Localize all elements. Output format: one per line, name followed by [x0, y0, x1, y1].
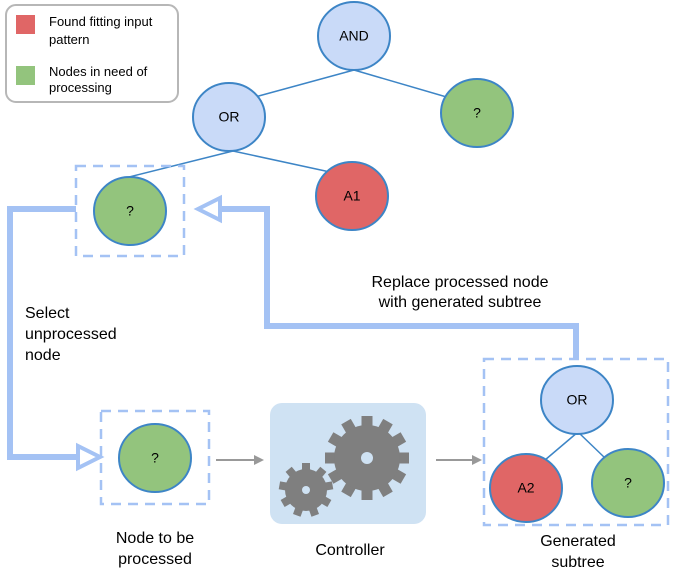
- node-caption-line2: processed: [118, 551, 192, 568]
- legend-swatch-green: [16, 66, 35, 85]
- legend-swatch-red: [16, 15, 35, 34]
- process-node-box: [99, 409, 211, 506]
- edge-or-selected: [124, 150, 234, 179]
- node-a1: A1: [315, 161, 389, 231]
- legend-nodes-line1: Nodes in need of: [49, 64, 148, 79]
- arrow-to-subtree-head: [472, 455, 482, 465]
- subtree-caption-line2: subtree: [551, 554, 604, 571]
- replace-label-line1: Replace processed node: [371, 274, 548, 291]
- legend-nodes-line2: processing: [49, 80, 112, 95]
- node-or-label: OR: [219, 109, 240, 125]
- subtree-node-or-label: OR: [567, 392, 588, 408]
- node-right-unknown-label: ?: [473, 105, 481, 121]
- edge-or-a1: [232, 150, 331, 173]
- legend-found-line2: pattern: [49, 32, 89, 47]
- tree-edges: [124, 69, 451, 179]
- select-label-line3: node: [25, 347, 61, 364]
- legend: Found fitting input pattern Nodes in nee…: [5, 4, 179, 103]
- selected-node-box: [74, 164, 186, 258]
- node-to-process-label: ?: [151, 450, 159, 466]
- select-label-line1: Select: [25, 305, 70, 322]
- gear-tooth: [302, 463, 310, 474]
- gear-small-icon: [278, 463, 334, 517]
- subtree-edges: [544, 431, 606, 461]
- edge-and-right: [353, 69, 451, 99]
- subtree-node-a2: A2: [489, 453, 563, 523]
- select-label-line2: unprocessed: [25, 326, 117, 343]
- node-right-unknown: ?: [440, 78, 514, 148]
- controller-caption: Controller: [315, 542, 385, 559]
- subtree-node-unknown-label: ?: [624, 475, 632, 491]
- arrow-to-controller-head: [254, 455, 264, 465]
- subtree-node-or: OR: [540, 365, 614, 435]
- subtree-box: [482, 357, 670, 527]
- select-flow-line: [7, 206, 78, 460]
- node-to-process: ?: [118, 423, 192, 493]
- subtree-caption-line1: Generated: [540, 533, 616, 550]
- edge-sub-or-unknown: [577, 431, 606, 459]
- subtree-node-a2-label: A2: [517, 480, 534, 496]
- node-selected-unknown-label: ?: [126, 203, 134, 219]
- gear-tooth: [361, 486, 373, 500]
- legend-found-line1: Found fitting input: [49, 14, 153, 29]
- edge-sub-or-a2: [544, 431, 579, 461]
- node-and: AND: [317, 1, 391, 71]
- subtree-node-unknown: ?: [591, 448, 665, 518]
- select-flow-arrowhead: [76, 442, 105, 472]
- node-or: OR: [192, 82, 266, 152]
- replace-flow-line: [220, 206, 579, 358]
- node-selected-unknown: ?: [93, 176, 167, 246]
- node-and-label: AND: [339, 28, 369, 44]
- gear-large-icon: [325, 416, 409, 500]
- replace-flow-arrowhead: [193, 194, 222, 224]
- replace-label-line2: with generated subtree: [378, 294, 542, 311]
- node-a1-label: A1: [343, 188, 360, 204]
- node-caption-line1: Node to be: [116, 530, 194, 547]
- edge-and-or: [254, 69, 355, 98]
- legend-box: [5, 4, 179, 103]
- gear-tooth: [361, 416, 373, 430]
